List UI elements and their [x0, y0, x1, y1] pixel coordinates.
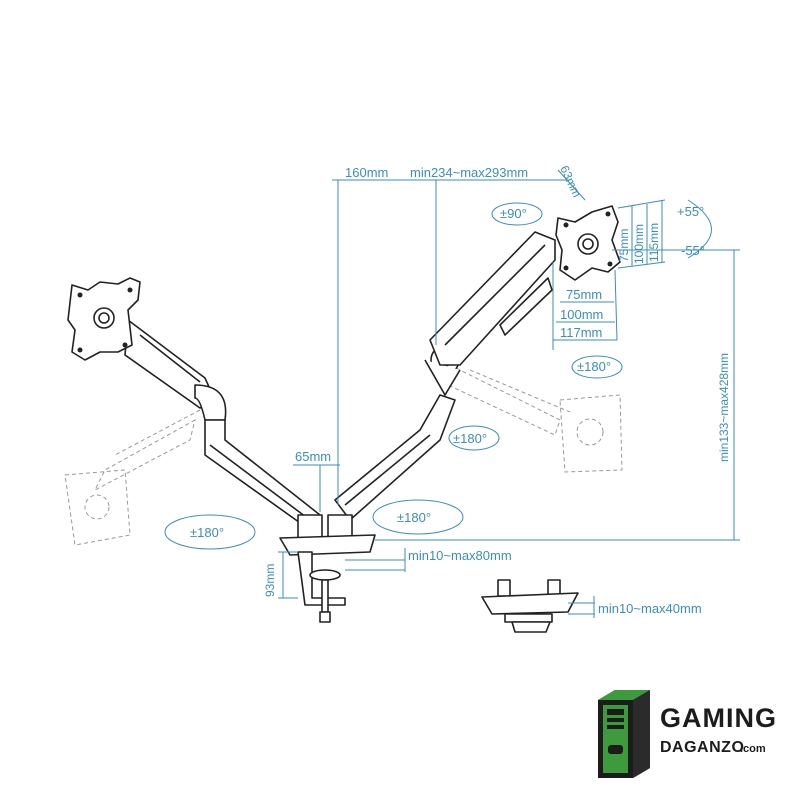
logo-text-gaming: GAMING [660, 703, 777, 733]
logo-text-daganzo: DAGANZO [660, 739, 744, 756]
ghost-right-arm [447, 364, 623, 473]
dim-93: 93mm [263, 564, 277, 597]
tilt-down-label: -55° [681, 243, 705, 258]
left-monitor-arm [124, 319, 321, 531]
dim-75-horizontal: 75mm [566, 287, 602, 302]
swivel-label: ±90° [500, 206, 527, 221]
dim-height: min133~max428mm [717, 353, 731, 462]
dim-100-vertical: 100mm [632, 224, 646, 264]
right-monitor-arm [334, 231, 556, 521]
dim-160: 160mm [345, 165, 388, 180]
left-rotation-label: ±180° [190, 525, 224, 540]
tilt-up-label: +55° [677, 204, 704, 219]
dim-115-vertical: 115mm [647, 223, 661, 262]
ghost-left-arm [64, 409, 201, 546]
pc-tower-icon [598, 690, 650, 778]
dim-clamp-80: min10~max80mm [408, 548, 512, 563]
dim-100-horizontal: 100mm [560, 307, 603, 322]
dim-75-vertical: 75mm [617, 229, 631, 262]
dim-clamp-40: min10~max40mm [598, 601, 702, 616]
dim-234-293: min234~max293mm [410, 165, 528, 180]
head-rotation-label: ±180° [577, 359, 611, 374]
dimension-lines [278, 169, 740, 618]
center-pole-base [279, 514, 376, 623]
left-vesa-plate [67, 277, 141, 361]
rotation-indicators [164, 199, 712, 550]
logo-text-com: .com [740, 743, 766, 755]
clamp-variant-inset [481, 579, 579, 633]
right-arm-rotation-label: ±180° [453, 431, 487, 446]
mid-rotation-label: ±180° [397, 510, 431, 525]
dim-65: 65mm [295, 449, 331, 464]
dim-117-horizontal: 117mm [560, 325, 602, 340]
gaming-daganzo-logo: GAMING DAGANZO .com [598, 690, 777, 778]
right-vesa-plate [555, 205, 621, 281]
dim-63: 63mm [557, 163, 584, 199]
